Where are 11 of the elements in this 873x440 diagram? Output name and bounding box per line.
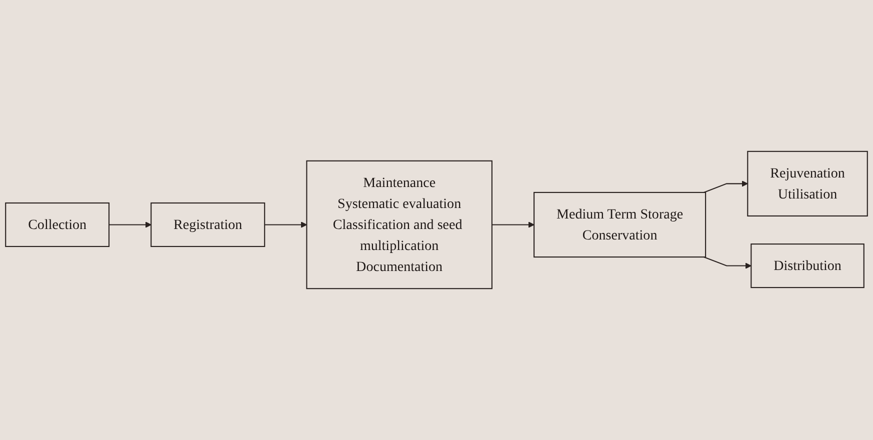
- arrow: [492, 222, 534, 228]
- node-box: Medium Term Storage Conservation: [534, 192, 706, 258]
- arrow: [109, 222, 152, 228]
- node-box: Registration: [150, 202, 266, 248]
- node-box: Collection: [5, 202, 110, 248]
- arrow: [704, 256, 752, 269]
- arrow: [264, 222, 307, 228]
- arrow: [704, 180, 748, 193]
- node-box: Rejuvenation Utilisation: [747, 150, 868, 216]
- node-box: Distribution: [750, 244, 864, 288]
- node-box: Maintenance Systematic evaluation Classification and seed multiplication Documentation: [306, 160, 492, 290]
